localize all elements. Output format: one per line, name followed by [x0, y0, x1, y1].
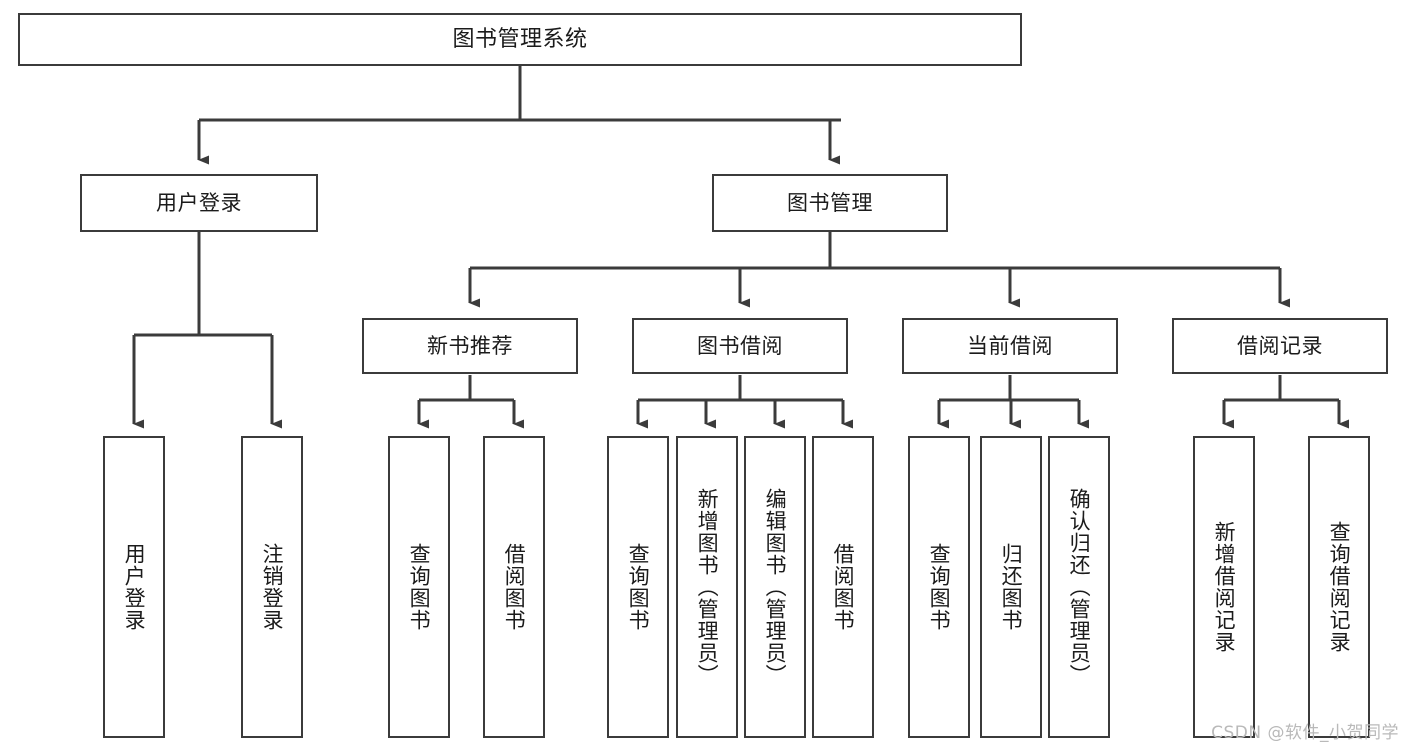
node-leaf-borrow-book-2[interactable]: 借阅图书 — [812, 436, 874, 738]
node-leaf-query-book-2[interactable]: 查询图书 — [607, 436, 669, 738]
node-leaf-user-login-label: 用户登录 — [122, 543, 147, 631]
node-current-borrow[interactable]: 当前借阅 — [902, 318, 1118, 374]
node-leaf-return-book-label: 归还图书 — [999, 543, 1024, 631]
node-leaf-edit-book[interactable]: 编辑图书（管理员） — [744, 436, 806, 738]
node-leaf-user-login[interactable]: 用户登录 — [103, 436, 165, 738]
node-leaf-borrow-book-1-label: 借阅图书 — [502, 543, 527, 631]
node-borrow-record[interactable]: 借阅记录 — [1172, 318, 1388, 374]
node-leaf-edit-book-label: 编辑图书（管理员） — [763, 488, 788, 686]
node-leaf-confirm-return-label: 确认归还（管理员） — [1067, 488, 1092, 686]
node-leaf-confirm-return[interactable]: 确认归还（管理员） — [1048, 436, 1110, 738]
node-book-manage[interactable]: 图书管理 — [712, 174, 948, 232]
node-book-manage-label: 图书管理 — [787, 190, 873, 215]
node-leaf-add-record-label: 新增借阅记录 — [1212, 521, 1237, 653]
node-leaf-borrow-book-1[interactable]: 借阅图书 — [483, 436, 545, 738]
node-leaf-add-book[interactable]: 新增图书（管理员） — [676, 436, 738, 738]
watermark-text: CSDN @软件_小贺同学 — [1211, 723, 1399, 743]
node-leaf-add-book-label: 新增图书（管理员） — [695, 488, 720, 686]
node-user-login[interactable]: 用户登录 — [80, 174, 318, 232]
node-leaf-query-record-label: 查询借阅记录 — [1327, 521, 1352, 653]
node-leaf-query-book-1[interactable]: 查询图书 — [388, 436, 450, 738]
node-borrow-record-label: 借阅记录 — [1237, 333, 1323, 358]
node-book-borrow-label: 图书借阅 — [697, 333, 783, 358]
node-leaf-query-book-3-label: 查询图书 — [927, 543, 952, 631]
node-current-borrow-label: 当前借阅 — [967, 333, 1053, 358]
node-leaf-query-book-2-label: 查询图书 — [626, 543, 651, 631]
node-new-book-recommend-label: 新书推荐 — [427, 333, 513, 358]
node-book-borrow[interactable]: 图书借阅 — [632, 318, 848, 374]
node-root[interactable]: 图书管理系统 — [18, 13, 1022, 66]
node-leaf-add-record[interactable]: 新增借阅记录 — [1193, 436, 1255, 738]
node-leaf-return-book[interactable]: 归还图书 — [980, 436, 1042, 738]
node-leaf-query-book-3[interactable]: 查询图书 — [908, 436, 970, 738]
node-leaf-logout-label: 注销登录 — [260, 543, 285, 631]
node-user-login-label: 用户登录 — [156, 190, 242, 215]
node-new-book-recommend[interactable]: 新书推荐 — [362, 318, 578, 374]
node-leaf-logout[interactable]: 注销登录 — [241, 436, 303, 738]
node-leaf-borrow-book-2-label: 借阅图书 — [831, 543, 856, 631]
node-leaf-query-record[interactable]: 查询借阅记录 — [1308, 436, 1370, 738]
node-leaf-query-book-1-label: 查询图书 — [407, 543, 432, 631]
node-root-label: 图书管理系统 — [452, 26, 588, 52]
